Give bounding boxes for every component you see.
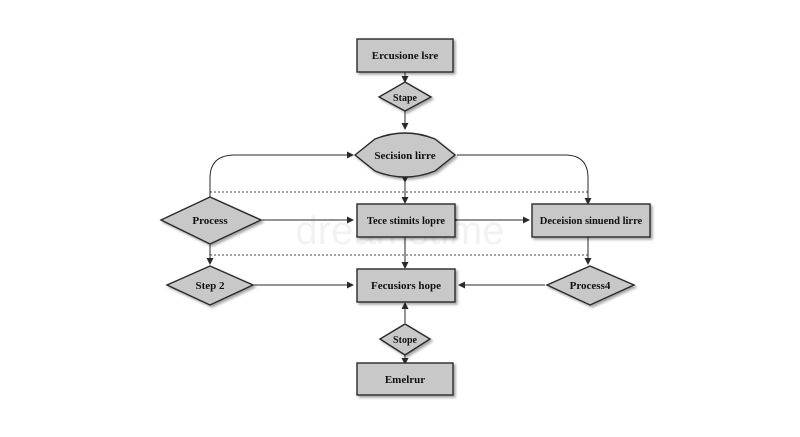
edge-left-loop: [206, 151, 354, 206]
decision-diamond-step2: Step 2: [165, 265, 255, 306]
process-box-top-label: Ercusione lsre: [372, 50, 439, 62]
process-box-right: Deceision sinuend lirre: [531, 203, 651, 238]
process-box-top: Ercusione lsre: [356, 38, 454, 73]
decision-diamond-stape: Stape: [377, 81, 433, 112]
decision-diamond-step2-label: Step 2: [195, 280, 225, 292]
decision-diamond-stape-label: Stape: [393, 93, 417, 104]
decision-center-label: Secision lirre: [374, 150, 435, 162]
process-box-bottom: Emelrur: [356, 362, 454, 396]
process-box-right-label: Deceision sinuend lirre: [540, 216, 643, 227]
decision-center: Secision lirre: [353, 132, 457, 178]
process-box-center-label: Tece stimits lopre: [367, 216, 445, 227]
decision-diamond-stope-label: Stope: [393, 335, 417, 346]
edges: [206, 72, 592, 365]
decision-diamond-process4: Process4: [545, 265, 636, 306]
process-diamond-left-label: Process: [192, 215, 228, 227]
process-box-bottom-label: Emelrur: [385, 374, 425, 386]
decision-diamond-stope: Stope: [378, 323, 432, 356]
decision-diamond-process4-label: Process4: [570, 280, 611, 292]
process-box-lower-center-label: Fecusiors hope: [371, 280, 441, 292]
process-box-lower-center: Fecusiors hope: [356, 268, 456, 303]
process-box-center: Tece stimits lopre: [356, 203, 456, 238]
edge-right-loop: [457, 154, 592, 205]
process-diamond-left: Process: [159, 196, 263, 245]
